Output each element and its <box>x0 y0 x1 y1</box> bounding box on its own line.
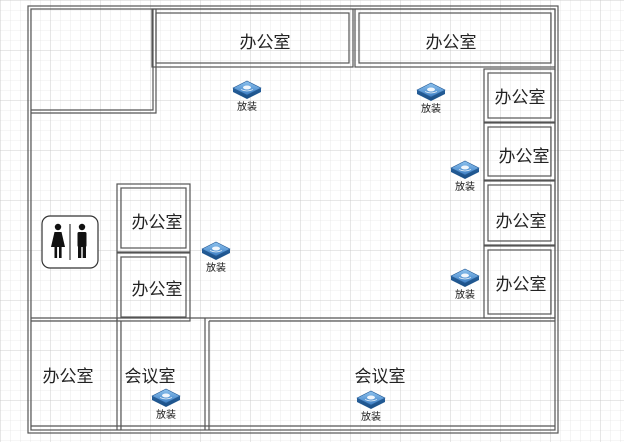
right-office-1 <box>483 68 556 123</box>
restroom-icon <box>41 215 99 269</box>
room-label-right-office-2: 办公室 <box>499 147 550 167</box>
access-point-top-right: 放装 <box>416 82 446 115</box>
room-label-bottom-office: 办公室 <box>43 367 94 387</box>
access-point-right-lower: 放装 <box>450 268 480 301</box>
mid-office-2 <box>116 252 191 322</box>
top-office-1 <box>151 8 354 68</box>
access-point-meeting-large: 放装 <box>356 390 386 423</box>
access-points: 放装放装放装放装放装放装放装 <box>151 80 480 423</box>
access-point-label: 放装 <box>156 408 176 421</box>
room-label-meeting-small: 会议室 <box>125 367 176 387</box>
room-label-mid-office-2: 办公室 <box>132 280 183 300</box>
room-label-meeting-large: 会议室 <box>355 367 406 387</box>
room-label-right-office-4: 办公室 <box>496 275 547 295</box>
room-label-right-office-1: 办公室 <box>495 88 546 108</box>
room-label-top-office-1: 办公室 <box>240 33 291 53</box>
access-point-label: 放装 <box>237 100 257 113</box>
right-office-2 <box>483 122 556 181</box>
access-point-label: 放装 <box>455 180 475 193</box>
access-point-label: 放装 <box>455 288 475 301</box>
access-point-meeting-small: 放装 <box>151 388 181 421</box>
mid-office-1 <box>116 183 191 253</box>
access-point-label: 放装 <box>361 410 381 423</box>
access-point-right-upper: 放装 <box>450 160 480 193</box>
room-label-top-office-2: 办公室 <box>426 33 477 53</box>
room-label-right-office-3: 办公室 <box>496 212 547 232</box>
access-point-label: 放装 <box>421 102 441 115</box>
access-point-label: 放装 <box>206 261 226 274</box>
room-label-mid-office-1: 办公室 <box>132 213 183 233</box>
access-point-top-left: 放装 <box>232 80 262 113</box>
access-point-center-left: 放装 <box>201 241 231 274</box>
bottom-rooms <box>31 317 555 430</box>
right-office-3 <box>483 180 556 246</box>
top-office-2 <box>354 8 556 68</box>
